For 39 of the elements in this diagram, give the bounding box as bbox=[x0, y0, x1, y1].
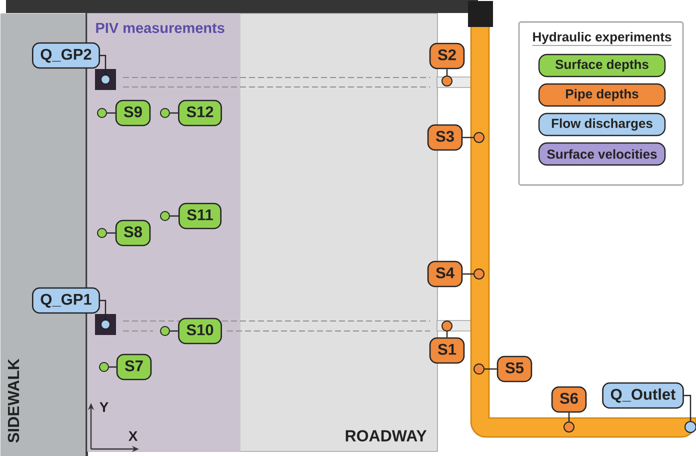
legend-pill: Flow discharges bbox=[538, 112, 666, 136]
leader-line bbox=[462, 136, 474, 138]
label-tag: S4 bbox=[427, 260, 463, 288]
axis-label: Y bbox=[100, 402, 108, 412]
leader-line bbox=[107, 232, 116, 234]
measurement-point bbox=[684, 421, 696, 433]
leader-line bbox=[462, 273, 474, 275]
label-tag: S7 bbox=[116, 354, 152, 380]
legend-pill: Surface depths bbox=[538, 54, 666, 78]
leader-line bbox=[446, 332, 448, 338]
leader-line bbox=[170, 330, 178, 332]
label-tag: S10 bbox=[178, 318, 222, 344]
leader-line bbox=[568, 412, 570, 422]
label-tag: S3 bbox=[427, 124, 463, 151]
label-tag: S12 bbox=[178, 100, 222, 126]
leader-line bbox=[484, 368, 497, 370]
label-tag: Q_GP1 bbox=[32, 287, 100, 314]
leader-line bbox=[170, 112, 178, 114]
label-tag: S1 bbox=[429, 337, 465, 364]
label-tag: S8 bbox=[115, 220, 151, 246]
legend-pill: Pipe depths bbox=[538, 83, 666, 107]
leader-line bbox=[684, 394, 692, 421]
leader-line bbox=[100, 300, 106, 320]
label-tag: S2 bbox=[429, 42, 465, 70]
leader-line bbox=[109, 366, 116, 368]
label-tag: Q_Outlet bbox=[602, 382, 684, 409]
axis-label: X bbox=[128, 431, 138, 441]
legend-pill: Surface velocities bbox=[538, 142, 666, 166]
leader-line bbox=[170, 215, 178, 217]
leader-line bbox=[107, 112, 116, 114]
label-tag: S6 bbox=[551, 386, 587, 413]
measurement-point bbox=[442, 76, 452, 86]
label-tag: S5 bbox=[496, 356, 532, 382]
leader-line bbox=[446, 69, 448, 76]
label-tag: S9 bbox=[115, 100, 151, 126]
label-tag: Q_GP2 bbox=[32, 42, 100, 69]
leader-line bbox=[100, 54, 106, 74]
legend-title: Hydraulic experiments bbox=[532, 32, 672, 46]
label-tag: S11 bbox=[178, 202, 222, 230]
